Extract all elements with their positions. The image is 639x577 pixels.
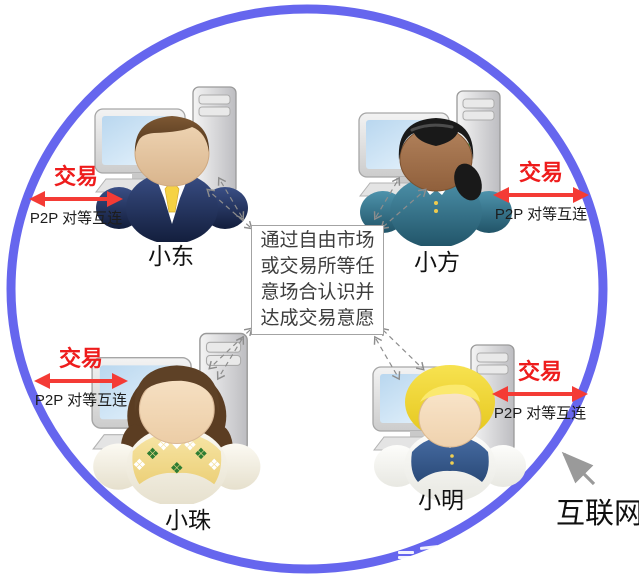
watermark-marks <box>398 556 412 559</box>
trade-link-xiaozhu: 交易 P2P 对等互连 <box>33 346 129 410</box>
trade-double-arrow <box>29 191 123 208</box>
trade-double-arrow <box>34 373 128 390</box>
peer-name-xiaodong: 小东 <box>148 243 194 269</box>
trade-double-arrow <box>493 187 589 204</box>
trade-label: 交易 <box>53 164 98 189</box>
trade-link-xiaoming: 交易 P2P 对等互连 <box>491 359 589 423</box>
p2p-label: P2P 对等互连 <box>29 210 123 228</box>
p2p-label: P2P 对等互连 <box>493 405 587 423</box>
p2p-label: P2P 对等互连 <box>34 392 128 410</box>
peer-name-xiaofang: 小方 <box>414 249 460 275</box>
center-text-line: 达成交易意愿 <box>260 308 375 329</box>
trade-link-xiaofang: 交易 P2P 对等互连 <box>492 160 590 224</box>
watermark-marks <box>443 541 461 548</box>
watermark-marks <box>419 545 439 550</box>
center-text-box: 通过自由市场 或交易所等任 意场合认识并 达成交易意愿 <box>251 225 384 335</box>
trade-label: 交易 <box>518 160 563 185</box>
internet-pointer-arrow <box>561 451 596 486</box>
center-text-line: 通过自由市场 <box>260 230 375 251</box>
center-text-line: 或交易所等任 <box>260 256 375 277</box>
p2p-label: P2P 对等互连 <box>494 206 588 224</box>
peer-name-xiaoming: 小明 <box>418 487 464 513</box>
trade-link-xiaodong: 交易 P2P 对等互连 <box>28 164 124 228</box>
peer-name-xiaozhu: 小珠 <box>165 507 211 533</box>
watermark-marks <box>398 551 414 554</box>
trade-label: 交易 <box>517 359 562 384</box>
watermark-marks <box>424 552 436 555</box>
trade-double-arrow <box>492 386 588 403</box>
center-text-line: 意场合认识并 <box>260 282 375 303</box>
internet-label: 互联网 <box>556 498 639 530</box>
trade-label: 交易 <box>58 346 103 371</box>
